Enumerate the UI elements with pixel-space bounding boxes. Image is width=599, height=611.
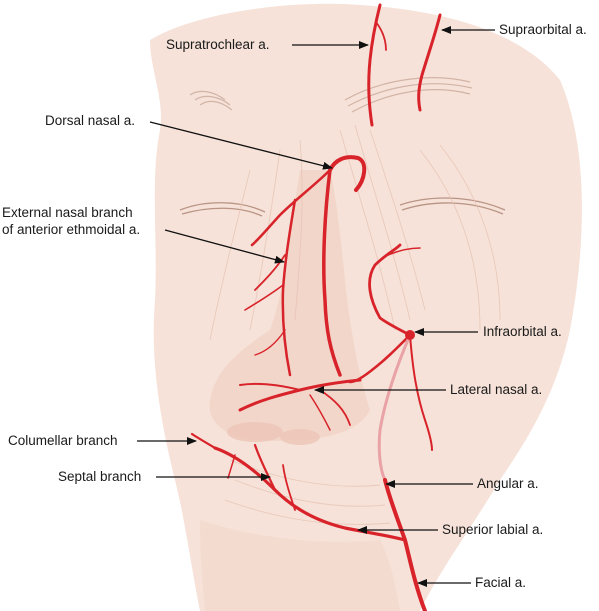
label-supraorbital: Supraorbital a. (499, 22, 587, 37)
columellar-branch (190, 432, 217, 450)
dorsal-nasal-artery (328, 155, 367, 192)
left-nostril (227, 422, 283, 442)
label-superior-labial: Superior labial a. (442, 522, 544, 537)
angular-artery (377, 333, 412, 482)
label-lateral-nasal: Lateral nasal a. (450, 382, 543, 397)
label-external-nasal-line2: of anterior ethmoidal a. (2, 222, 141, 237)
right-nostril (280, 429, 320, 445)
infraorbital-foramen (405, 330, 415, 340)
eyebrows (189, 77, 473, 113)
label-infraorbital: Infraorbital a. (483, 324, 562, 339)
label-columellar: Columellar branch (8, 433, 118, 448)
label-angular: Angular a. (477, 476, 539, 491)
label-dorsal-nasal: Dorsal nasal a. (45, 113, 136, 128)
leader-external-nasal (164, 229, 285, 264)
label-external-nasal-line1: External nasal branch (2, 205, 133, 220)
arteries (190, 3, 442, 611)
septal-branch (253, 443, 277, 492)
superior-labial-artery (213, 446, 407, 542)
label-septal: Septal branch (58, 469, 142, 484)
supraorbital-artery (417, 13, 442, 112)
face-skin (150, 3, 582, 611)
muscle-fibres (209, 124, 501, 525)
leader-dorsal-nasal (149, 121, 333, 170)
upper-lip (200, 520, 400, 611)
leader-lines (137, 26, 495, 587)
label-facial: Facial a. (475, 575, 527, 590)
infraorbital-artery (368, 243, 412, 337)
external-nasal-branch (250, 168, 332, 247)
label-supratrochlear: Supratrochlear a. (166, 37, 270, 52)
